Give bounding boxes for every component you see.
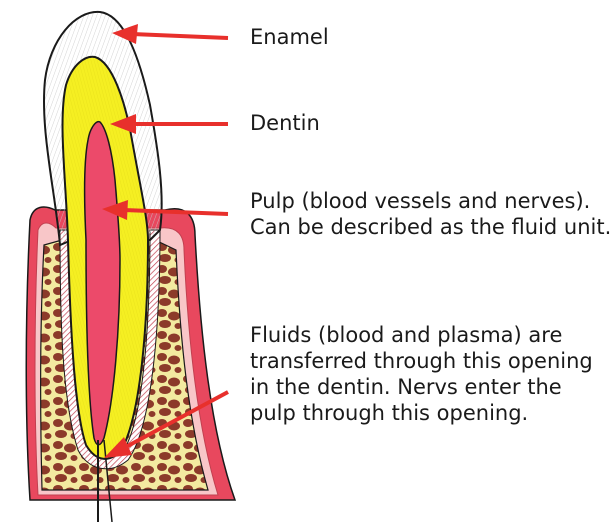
label-dentin: Dentin — [250, 110, 320, 136]
label-dentin-text: Dentin — [250, 110, 320, 136]
label-pulp-line-2: Can be described as the fluid unit. — [250, 214, 610, 240]
label-pulp: Pulp (blood vessels and nerves). Can be … — [250, 188, 610, 240]
label-fluids-line-2: transferred through this opening — [250, 348, 593, 374]
label-fluids-line-3: in the dentin. Nervs enter the — [250, 374, 593, 400]
label-enamel-text: Enamel — [250, 24, 329, 50]
label-fluids: Fluids (blood and plasma) are transferre… — [250, 322, 593, 426]
label-fluids-line-1: Fluids (blood and plasma) are — [250, 322, 593, 348]
label-pulp-line-1: Pulp (blood vessels and nerves). — [250, 188, 610, 214]
label-enamel: Enamel — [250, 24, 329, 50]
label-fluids-line-4: pulp through this opening. — [250, 400, 593, 426]
